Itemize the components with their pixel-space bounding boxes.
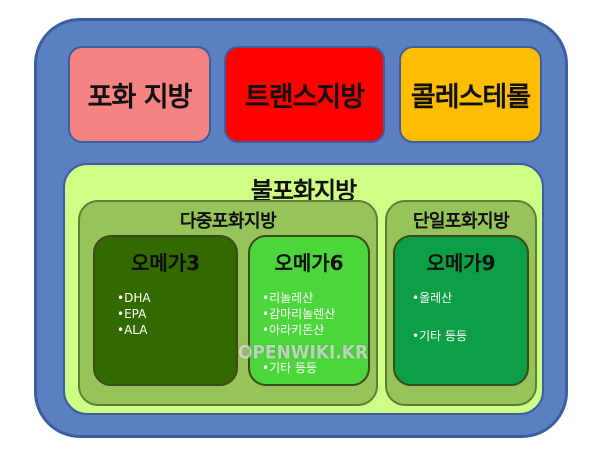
polyunsaturated-title: 다중포화지방 (179, 211, 277, 232)
list-item: •감마리놀렌산 (262, 307, 336, 321)
omega9-title: 오메가9 (426, 251, 496, 275)
list-item: •ALA (117, 323, 148, 337)
monounsaturated-title: 단일포화지방 (412, 211, 510, 232)
saturated-fat-label: 포화 지방 (87, 82, 193, 113)
list-item: •기타 등등 (262, 361, 318, 375)
omega3-box: 오메가3 •DHA •EPA •ALA (93, 235, 238, 386)
list-item: •EPA (117, 307, 147, 321)
trans-fat-label: 트랜스지방 (244, 82, 365, 113)
omega6-box: 오메가6 •리놀레산 •감마리놀렌산 •아라키돈산 •기타 등등 (248, 235, 370, 386)
cholesterol-box: 콜레스테롤 (399, 46, 542, 143)
omega6-title: 오메가6 (274, 251, 344, 275)
omega3-title: 오메가3 (130, 251, 201, 275)
omega3-list: •DHA •EPA •ALA (117, 290, 151, 338)
saturated-fat-box: 포화 지방 (68, 46, 211, 143)
list-item: •아라키돈산 (262, 323, 325, 337)
list-item: •DHA (117, 291, 151, 305)
list-item: •올레산 (412, 291, 453, 305)
cholesterol-label: 콜레스테롤 (410, 82, 531, 113)
trans-fat-box: 트랜스지방 (224, 46, 385, 143)
list-item: •리놀레산 (262, 291, 314, 305)
omega9-list: •올레산 •기타 등등 (412, 290, 467, 344)
omega6-list: •리놀레산 •감마리놀렌산 •아라키돈산 •기타 등등 (262, 290, 335, 376)
omega9-box: 오메가9 •올레산 •기타 등등 (393, 235, 529, 386)
list-item: •기타 등등 (412, 329, 468, 343)
